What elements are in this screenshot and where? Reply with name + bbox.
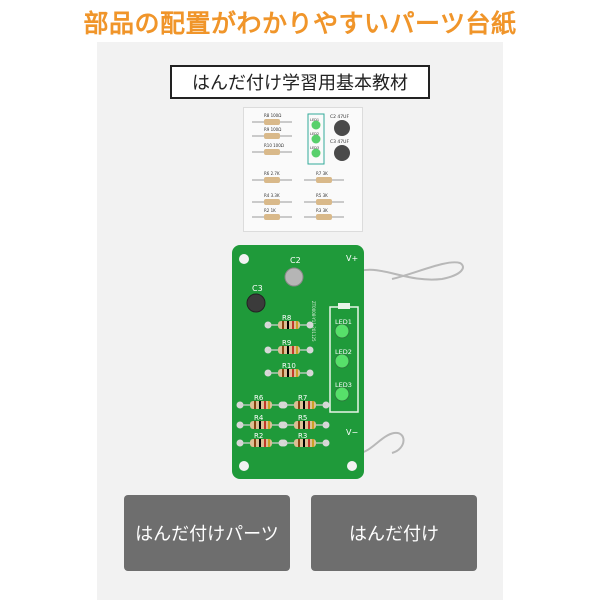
resistor-band bbox=[308, 401, 310, 409]
kit-label: はんだ付け学習用基本教材 bbox=[170, 65, 430, 99]
resistor-band bbox=[292, 321, 294, 329]
pcb-label-vminus: V− bbox=[346, 428, 358, 437]
headline: 部品の配置がわかりやすいパーツ台紙 bbox=[83, 9, 517, 38]
pcb-code: ZT0008-Y11-201125 bbox=[311, 301, 316, 342]
sheet-led-1 bbox=[311, 120, 321, 130]
resistor-band bbox=[296, 321, 298, 329]
parts-sheet-photo: R8 100Ω R9 100Ω R10 100Ω R6 2.7K R7 3K R4 3.3… bbox=[243, 107, 363, 232]
sheet-resistor-label: R9 100Ω bbox=[264, 127, 281, 132]
pcb-label-led1: LED1 bbox=[335, 318, 352, 326]
resistor-band bbox=[282, 321, 284, 329]
v-minus-wire bbox=[359, 431, 405, 454]
resistor-band bbox=[298, 401, 300, 409]
pcb-photo: C2 C3 V+ V− LED1 LED2 LED3 ZT0008-Y11-20… bbox=[232, 245, 472, 489]
sheet-cap-label: C3 47UF bbox=[330, 139, 349, 145]
resistor-band bbox=[268, 401, 270, 409]
sheet-cap-c3 bbox=[334, 145, 350, 161]
resistor-band bbox=[298, 421, 300, 429]
pcb-label-c2: C2 bbox=[290, 256, 301, 265]
pcb-label-vplus: V+ bbox=[346, 254, 358, 263]
sheet-led-label: LED1 bbox=[310, 118, 319, 122]
pcb-label-led2: LED2 bbox=[335, 348, 352, 356]
resistor-band bbox=[268, 421, 270, 429]
resistor-band bbox=[308, 439, 310, 447]
pcb-resistor-label: R7 bbox=[298, 394, 307, 402]
resistor-band bbox=[303, 421, 305, 429]
resistor-band bbox=[264, 421, 266, 429]
sheet-resistor bbox=[316, 199, 332, 205]
led-frame-marker bbox=[338, 303, 350, 309]
resistor-band bbox=[264, 401, 266, 409]
resistor-band bbox=[303, 401, 305, 409]
resistor-band bbox=[312, 401, 314, 409]
pcb-resistor-label: R5 bbox=[298, 414, 307, 422]
pcb-resistor-label: R6 bbox=[254, 394, 264, 402]
resistor-band bbox=[254, 421, 256, 429]
sheet-resistor bbox=[264, 199, 280, 205]
pcb-label-led3: LED3 bbox=[335, 381, 352, 389]
resistor-band bbox=[282, 369, 284, 377]
soldering-button[interactable]: はんだ付け bbox=[311, 495, 477, 571]
resistor-band bbox=[298, 439, 300, 447]
resistor-band bbox=[296, 369, 298, 377]
resistor-band bbox=[254, 439, 256, 447]
resistor-band bbox=[287, 321, 289, 329]
sheet-led-frame bbox=[307, 113, 325, 165]
sheet-resistor bbox=[264, 149, 280, 155]
sheet-resistor bbox=[316, 177, 332, 183]
sheet-resistor-label: R3 3K bbox=[316, 208, 328, 213]
sheet-resistor-label: R2 1K bbox=[264, 208, 276, 213]
mount-hole bbox=[239, 461, 249, 471]
pcb-resistor-label: R9 bbox=[282, 339, 291, 347]
resistor-band bbox=[292, 346, 294, 354]
resistor-band bbox=[308, 421, 310, 429]
sheet-led-label: LED2 bbox=[310, 132, 319, 136]
sheet-cap-c2 bbox=[334, 120, 350, 136]
resistor-band bbox=[259, 401, 261, 409]
sheet-resistor-label: R4 3.3K bbox=[264, 193, 280, 198]
sheet-resistor-label: R6 2.7K bbox=[264, 171, 280, 176]
resistor-band bbox=[264, 439, 266, 447]
resistor-band bbox=[296, 346, 298, 354]
mount-hole bbox=[347, 461, 357, 471]
resistor-band bbox=[312, 421, 314, 429]
resistor-band bbox=[287, 346, 289, 354]
resistor-band bbox=[259, 421, 261, 429]
sheet-resistor bbox=[264, 177, 280, 183]
resistor-band bbox=[259, 439, 261, 447]
sheet-resistor-label: R10 100Ω bbox=[264, 143, 284, 148]
capacitor-c2 bbox=[284, 267, 304, 287]
sheet-cap-label: C2 47UF bbox=[330, 114, 349, 120]
sheet-resistor-label: R5 3K bbox=[316, 193, 328, 198]
led-3 bbox=[334, 386, 350, 402]
sheet-led-3 bbox=[311, 148, 321, 158]
pcb-resistor-label: R2 bbox=[254, 432, 263, 440]
resistor-band bbox=[282, 346, 284, 354]
parts-button[interactable]: はんだ付けパーツ bbox=[124, 495, 290, 571]
pcb-label-c3: C3 bbox=[252, 284, 263, 293]
resistor-band bbox=[254, 401, 256, 409]
sheet-resistor-label: R7 3K bbox=[316, 171, 328, 176]
sheet-resistor bbox=[316, 214, 332, 220]
sheet-resistor bbox=[264, 133, 280, 139]
resistor-band bbox=[268, 439, 270, 447]
sheet-resistor bbox=[264, 119, 280, 125]
led-2 bbox=[334, 353, 350, 369]
resistor-band bbox=[287, 369, 289, 377]
resistor-band bbox=[303, 439, 305, 447]
sheet-led-label: LED3 bbox=[310, 146, 319, 150]
pcb-resistor-label: R3 bbox=[298, 432, 307, 440]
resistor-band bbox=[312, 439, 314, 447]
capacitor-c3 bbox=[246, 293, 266, 313]
pcb-resistor-label: R10 bbox=[282, 362, 296, 370]
sheet-resistor-label: R8 100Ω bbox=[264, 113, 281, 118]
led-1 bbox=[334, 323, 350, 339]
mount-hole bbox=[239, 254, 249, 264]
sheet-led-2 bbox=[311, 134, 321, 144]
pcb-resistor-label: R8 bbox=[282, 314, 291, 322]
resistor-band bbox=[292, 369, 294, 377]
pcb-resistor-label: R4 bbox=[254, 414, 264, 422]
v-plus-wire bbox=[359, 261, 464, 281]
sheet-resistor bbox=[264, 214, 280, 220]
